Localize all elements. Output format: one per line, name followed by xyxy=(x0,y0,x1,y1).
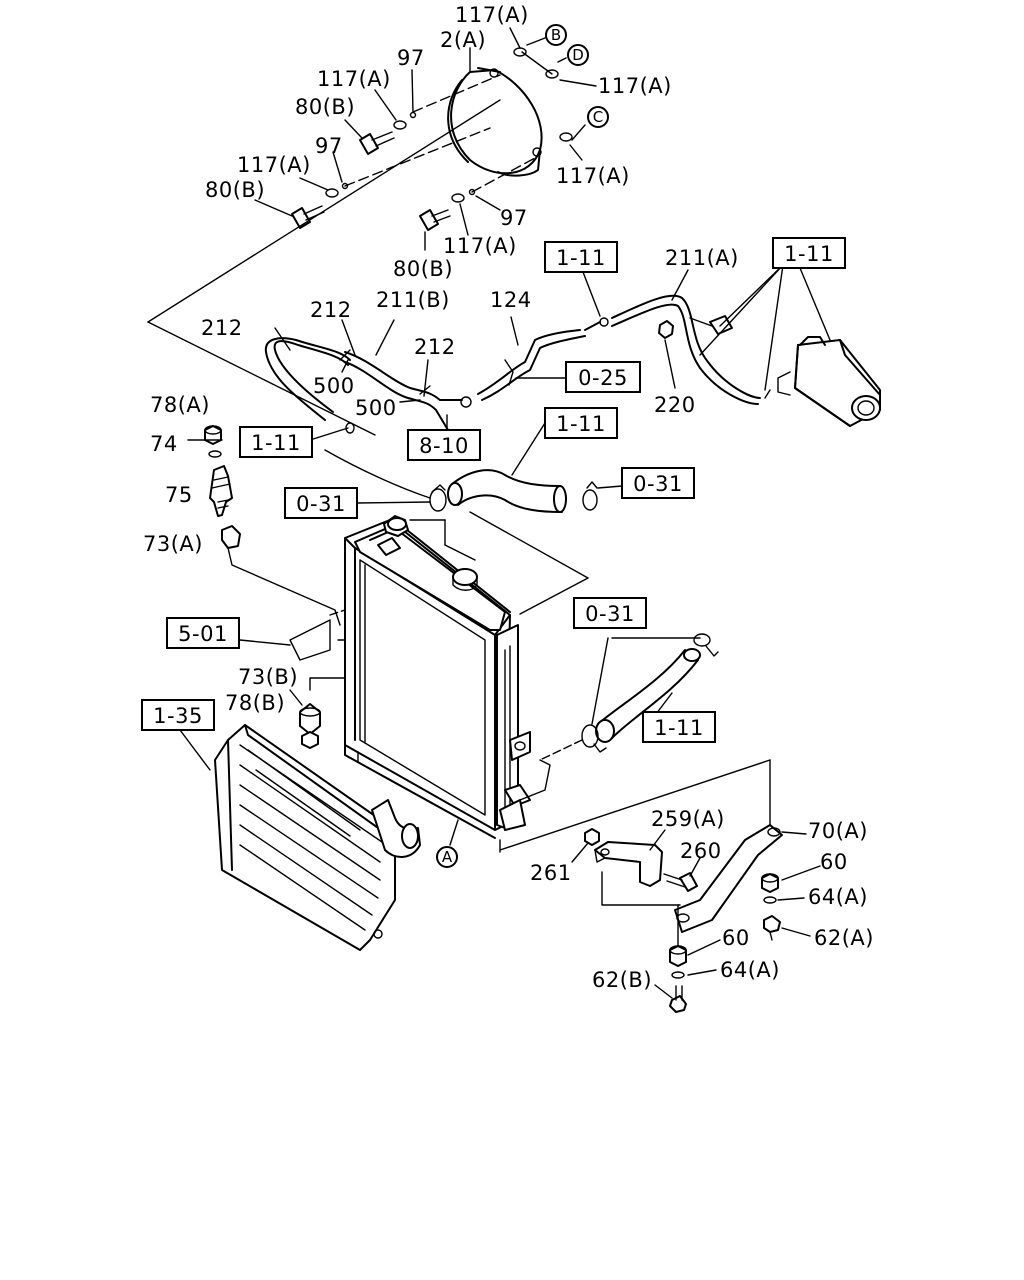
label-261: 261 xyxy=(530,861,572,885)
label-211b: 211(B) xyxy=(376,288,450,312)
label-117a: 117(A) xyxy=(455,3,529,27)
drain-fittings xyxy=(187,425,341,626)
radiator-core xyxy=(289,511,589,839)
label-117a: 117(A) xyxy=(317,67,391,91)
connection-markers: B D C A xyxy=(436,24,609,868)
part-labels: 117(A) 2(A) 97 117(A) 80(B) 97 117(A) 80… xyxy=(143,3,874,992)
label-75: 75 xyxy=(165,483,193,507)
label-78a: 78(A) xyxy=(150,393,210,417)
label-80b: 80(B) xyxy=(295,95,355,119)
label-117a: 117(A) xyxy=(556,164,630,188)
lower-bracket-assembly xyxy=(449,759,821,1013)
svg-text:1-35: 1-35 xyxy=(153,704,203,728)
svg-text:D: D xyxy=(572,46,584,64)
hose-assembly-upper xyxy=(264,294,761,431)
label-97: 97 xyxy=(315,134,343,158)
upper-radiator-hose xyxy=(324,422,623,513)
label-60: 60 xyxy=(820,850,848,874)
label-220: 220 xyxy=(654,393,696,417)
label-117a: 117(A) xyxy=(237,153,311,177)
svg-text:0-31: 0-31 xyxy=(296,492,346,516)
label-80b: 80(B) xyxy=(393,257,453,281)
label-62b: 62(B) xyxy=(592,968,652,992)
top-leader-lines xyxy=(147,27,597,436)
label-78b: 78(B) xyxy=(225,691,285,715)
ref-box-0-31: 0-31 xyxy=(621,467,695,499)
label-64a: 64(A) xyxy=(720,958,780,982)
label-500: 500 xyxy=(355,396,397,420)
label-97: 97 xyxy=(397,46,425,70)
label-97: 97 xyxy=(500,206,528,230)
label-73b: 73(B) xyxy=(238,665,298,689)
svg-text:B: B xyxy=(551,26,561,44)
reservoir-tank xyxy=(764,336,881,427)
marker-c: C xyxy=(587,106,609,128)
reference-boxes: 1-11 1-11 0-25 1-11 8-10 1-11 0-31 0-31 xyxy=(141,237,846,743)
label-60: 60 xyxy=(722,926,750,950)
ref-box-1-11: 1-11 xyxy=(772,237,846,269)
ref-box-1-11: 1-11 xyxy=(544,241,618,273)
ref-box-1-11: 1-11 xyxy=(642,711,716,743)
label-212: 212 xyxy=(201,316,243,340)
label-500: 500 xyxy=(313,374,355,398)
marker-a: A xyxy=(436,846,458,868)
svg-text:C: C xyxy=(593,108,603,126)
shroud-fasteners xyxy=(291,47,573,231)
svg-text:5-01: 5-01 xyxy=(178,622,228,646)
label-124: 124 xyxy=(490,288,532,312)
label-80b: 80(B) xyxy=(205,178,265,202)
label-117a: 117(A) xyxy=(443,234,517,258)
label-62a: 62(A) xyxy=(814,926,874,950)
label-70a: 70(A) xyxy=(808,819,868,843)
label-211a: 211(A) xyxy=(665,246,739,270)
label-260: 260 xyxy=(680,839,722,863)
label-74: 74 xyxy=(150,432,178,456)
marker-b: B xyxy=(545,24,567,46)
svg-text:1-11: 1-11 xyxy=(556,412,606,436)
fan-shroud-ring xyxy=(447,67,543,177)
radiator-mounts xyxy=(239,639,346,749)
svg-text:0-25: 0-25 xyxy=(578,366,628,390)
intercooler xyxy=(179,724,421,951)
svg-text:1-11: 1-11 xyxy=(556,246,606,270)
ref-box-5-01: 5-01 xyxy=(166,617,240,649)
svg-text:A: A xyxy=(442,848,453,866)
svg-text:0-31: 0-31 xyxy=(585,602,635,626)
label-2a: 2(A) xyxy=(440,28,486,52)
label-259a: 259(A) xyxy=(651,807,725,831)
label-212: 212 xyxy=(310,298,352,322)
svg-text:8-10: 8-10 xyxy=(419,434,469,458)
hose-leader-lines xyxy=(274,264,831,441)
svg-text:1-11: 1-11 xyxy=(654,716,704,740)
svg-text:1-11: 1-11 xyxy=(784,242,834,266)
label-117a: 117(A) xyxy=(598,74,672,98)
label-212: 212 xyxy=(414,335,456,359)
ref-box-0-31: 0-31 xyxy=(284,487,358,519)
svg-text:1-11: 1-11 xyxy=(251,431,301,455)
marker-d: D xyxy=(567,44,589,66)
ref-box-1-11: 1-11 xyxy=(544,407,618,439)
ref-box-0-25: 0-25 xyxy=(565,361,641,393)
svg-text:0-31: 0-31 xyxy=(633,472,683,496)
label-64a: 64(A) xyxy=(808,885,868,909)
ref-box-1-11: 1-11 xyxy=(239,426,313,458)
ref-box-8-10: 8-10 xyxy=(407,429,481,461)
label-73a: 73(A) xyxy=(143,532,203,556)
ref-box-0-31: 0-31 xyxy=(573,597,647,629)
lower-radiator-hose xyxy=(539,633,719,761)
ref-box-1-35: 1-35 xyxy=(141,699,215,731)
